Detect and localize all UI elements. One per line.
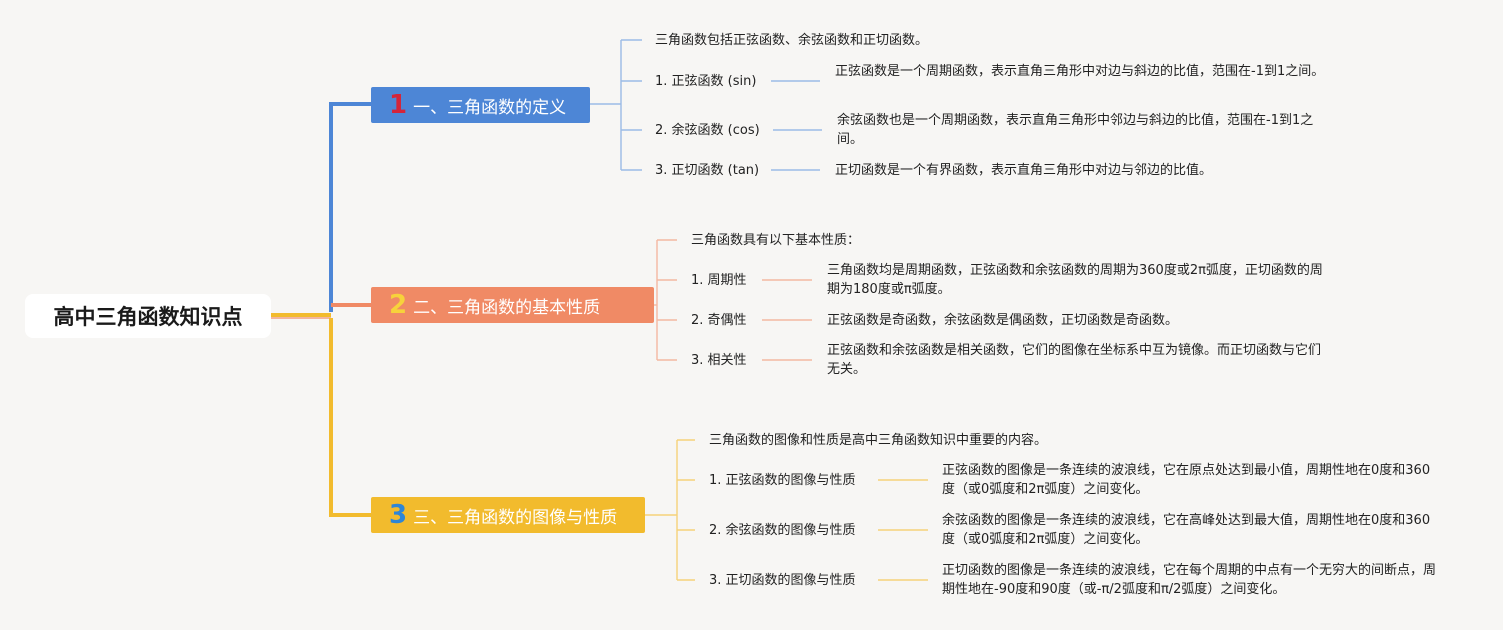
branch1-item3-desc[interactable]: 正切函数是一个有界函数，表示直角三角形中对边与邻边的比值。 [835,163,1213,178]
branch-number-3: 3 [389,500,408,530]
branch2-item2-desc[interactable]: 正弦函数是奇函数，余弦函数是偶函数，正切函数是奇函数。 [827,313,1179,328]
branch-definition[interactable]: 1 一、三角函数的定义 [371,87,590,123]
branch2-item1-label[interactable]: 1. 周期性 [691,273,747,288]
branch2-item2-label[interactable]: 2. 奇偶性 [691,313,747,328]
branch-number-2: 2 [389,290,408,320]
branch1-item1-desc[interactable]: 正弦函数是一个周期函数，表示直角三角形中对边与斜边的比值，范围在-1到1之间。 [835,64,1325,79]
branch1-item2-label[interactable]: 2. 余弦函数 (cos) [655,123,760,138]
branch3-item1-desc[interactable]: 正弦函数的图像是一条连续的波浪线，它在原点处达到最小值，周期性地在0度和360度… [942,463,1431,497]
branch-basic-properties[interactable]: 2 二、三角函数的基本性质 [371,287,654,323]
branch3-item2-label[interactable]: 2. 余弦函数的图像与性质 [709,523,856,538]
branch-title: 二、三角函数的基本性质 [413,297,601,318]
branch2-intro[interactable]: 三角函数具有以下基本性质： [691,233,861,248]
branch2-item1-desc[interactable]: 三角函数均是周期函数，正弦函数和余弦函数的周期为360度或2π弧度，正切函数的周… [827,263,1323,297]
branch1-item3-label[interactable]: 3. 正切函数 (tan) [655,163,760,178]
branch3-item3-desc[interactable]: 正切函数的图像是一条连续的波浪线，它在每个周期的中点有一个无穷大的间断点，周期性… [942,563,1437,597]
branch-title: 一、三角函数的定义 [413,97,567,118]
branch3-item1-label[interactable]: 1. 正弦函数的图像与性质 [709,473,856,488]
root-topic[interactable]: 高中三角函数知识点 [25,294,271,338]
branch-title: 三、三角函数的图像与性质 [413,507,618,528]
branch-graphs-and-properties[interactable]: 3 三、三角函数的图像与性质 [371,497,645,533]
root-title: 高中三角函数知识点 [53,305,243,329]
branch3-item3-label[interactable]: 3. 正切函数的图像与性质 [709,573,856,588]
branch2-item3-desc[interactable]: 正弦函数和余弦函数是相关函数，它们的图像在坐标系中互为镜像。而正切函数与它们无关… [827,343,1322,377]
branch3-intro[interactable]: 三角函数的图像和性质是高中三角函数知识中重要的内容。 [709,433,1048,448]
branch-number-1: 1 [389,90,408,120]
branch3-item2-desc[interactable]: 余弦函数的图像是一条连续的波浪线，它在高峰处达到最大值，周期性地在0度和360度… [942,513,1431,547]
branch1-item2-desc[interactable]: 余弦函数也是一个周期函数，表示直角三角形中邻边与斜边的比值，范围在-1到1之间。 [837,113,1314,147]
branch2-item3-label[interactable]: 3. 相关性 [691,353,747,368]
branch1-intro[interactable]: 三角函数包括正弦函数、余弦函数和正切函数。 [655,33,929,48]
branch1-item1-label[interactable]: 1. 正弦函数 (sin) [655,74,757,89]
